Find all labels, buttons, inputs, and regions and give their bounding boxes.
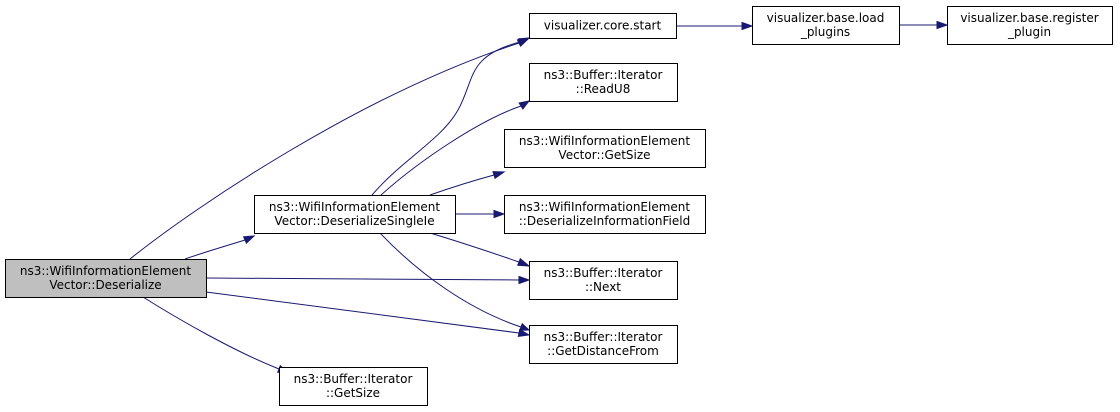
node-box xyxy=(752,6,900,45)
node-label: visualizer.core.start xyxy=(544,19,662,33)
edge-root-to-getsize_iter xyxy=(142,296,291,374)
arrowhead xyxy=(518,100,531,110)
edge-line xyxy=(371,41,521,196)
node-root[interactable]: ns3::WifiInformationElementVector::Deser… xyxy=(5,259,207,298)
node-label: ns3::Buffer::Iterator xyxy=(544,330,663,344)
node-box xyxy=(5,259,207,298)
node-vec-getsize[interactable]: ns3::WifiInformationElementVector::GetSi… xyxy=(504,129,706,168)
node-box xyxy=(254,195,456,234)
edge-core_start-to-load_plugins xyxy=(676,21,754,31)
node-label: ::ReadU8 xyxy=(576,82,631,96)
node-box xyxy=(504,129,706,168)
call-nodes: ns3::WifiInformationElementVector::Deser… xyxy=(5,6,1113,406)
edge-line xyxy=(429,174,495,196)
arrowhead xyxy=(242,235,256,245)
edge-line xyxy=(205,291,520,334)
edge-single-to-vec_getsize xyxy=(429,171,506,196)
node-box xyxy=(529,261,678,300)
node-next[interactable]: ns3::Buffer::Iterator::Next xyxy=(529,261,678,300)
node-label: Vector::Deserialize xyxy=(49,278,161,292)
arrowhead xyxy=(517,37,531,47)
node-label: _plugin xyxy=(1007,25,1051,39)
edge-line xyxy=(379,232,522,328)
edge-single-to-core_start xyxy=(371,37,531,196)
node-label: ::GetSize xyxy=(326,386,380,400)
node-readu8[interactable]: ns3::Buffer::Iterator::ReadU8 xyxy=(529,63,678,102)
node-label: ::DeserializeInformationField xyxy=(519,214,690,228)
node-label: visualizer.base.load xyxy=(767,11,885,25)
node-box xyxy=(504,195,706,234)
arrowhead xyxy=(936,20,949,30)
node-box xyxy=(947,6,1113,45)
arrowhead xyxy=(516,257,531,267)
node-label: visualizer.base.register xyxy=(960,11,1098,25)
edge-single-to-deser_field xyxy=(455,209,506,219)
edge-line xyxy=(142,296,280,370)
node-label: Vector::GetSize xyxy=(558,148,650,162)
edge-single-to-getdistance xyxy=(379,232,531,331)
node-getdistance[interactable]: ns3::Buffer::Iterator::GetDistanceFrom xyxy=(529,325,678,364)
node-label: ns3::WifiInformationElement xyxy=(269,200,441,214)
arrowhead xyxy=(518,275,531,285)
node-label: ns3::Buffer::Iterator xyxy=(544,68,663,82)
arrowhead xyxy=(741,21,754,31)
edge-line xyxy=(184,239,246,260)
node-label: ::Next xyxy=(585,280,621,294)
edge-root-to-next xyxy=(205,275,531,285)
call-edges xyxy=(129,20,949,374)
node-label: ns3::WifiInformationElement xyxy=(519,200,691,214)
edge-line xyxy=(380,105,522,196)
node-label: ns3::Buffer::Iterator xyxy=(294,372,413,386)
node-load-plugins[interactable]: visualizer.base.load_plugins xyxy=(752,6,900,45)
edge-root-to-single xyxy=(184,235,256,260)
node-box xyxy=(529,13,677,39)
arrowhead xyxy=(493,209,506,219)
node-register-plugin[interactable]: visualizer.base.register_plugin xyxy=(947,6,1113,45)
edge-line xyxy=(205,277,520,281)
node-label: ns3::WifiInformationElement xyxy=(519,134,691,148)
edge-single-to-next xyxy=(429,232,531,267)
arrowhead xyxy=(492,171,506,180)
arrowhead xyxy=(517,328,531,338)
arrowhead xyxy=(519,322,531,331)
node-label: _plugins xyxy=(800,25,850,39)
node-label: ns3::Buffer::Iterator xyxy=(544,266,663,280)
node-label: ns3::WifiInformationElement xyxy=(20,264,192,278)
edge-root-to-getdistance xyxy=(205,291,531,338)
edge-load_plugins-to-register_plugin xyxy=(899,20,949,30)
node-core-start[interactable]: visualizer.core.start xyxy=(529,13,677,39)
node-box xyxy=(279,367,428,406)
node-box xyxy=(529,63,678,102)
node-getsize-iter[interactable]: ns3::Buffer::Iterator::GetSize xyxy=(279,367,428,406)
edge-single-to-readu8 xyxy=(380,100,531,196)
node-single[interactable]: ns3::WifiInformationElementVector::Deser… xyxy=(254,195,456,234)
edge-line xyxy=(129,42,520,260)
node-label: Vector::DeserializeSingleIe xyxy=(274,214,434,228)
node-label: ::GetDistanceFrom xyxy=(547,344,659,358)
node-box xyxy=(529,325,678,364)
node-deser-field[interactable]: ns3::WifiInformationElement::Deserialize… xyxy=(504,195,706,234)
edge-line xyxy=(429,232,520,263)
